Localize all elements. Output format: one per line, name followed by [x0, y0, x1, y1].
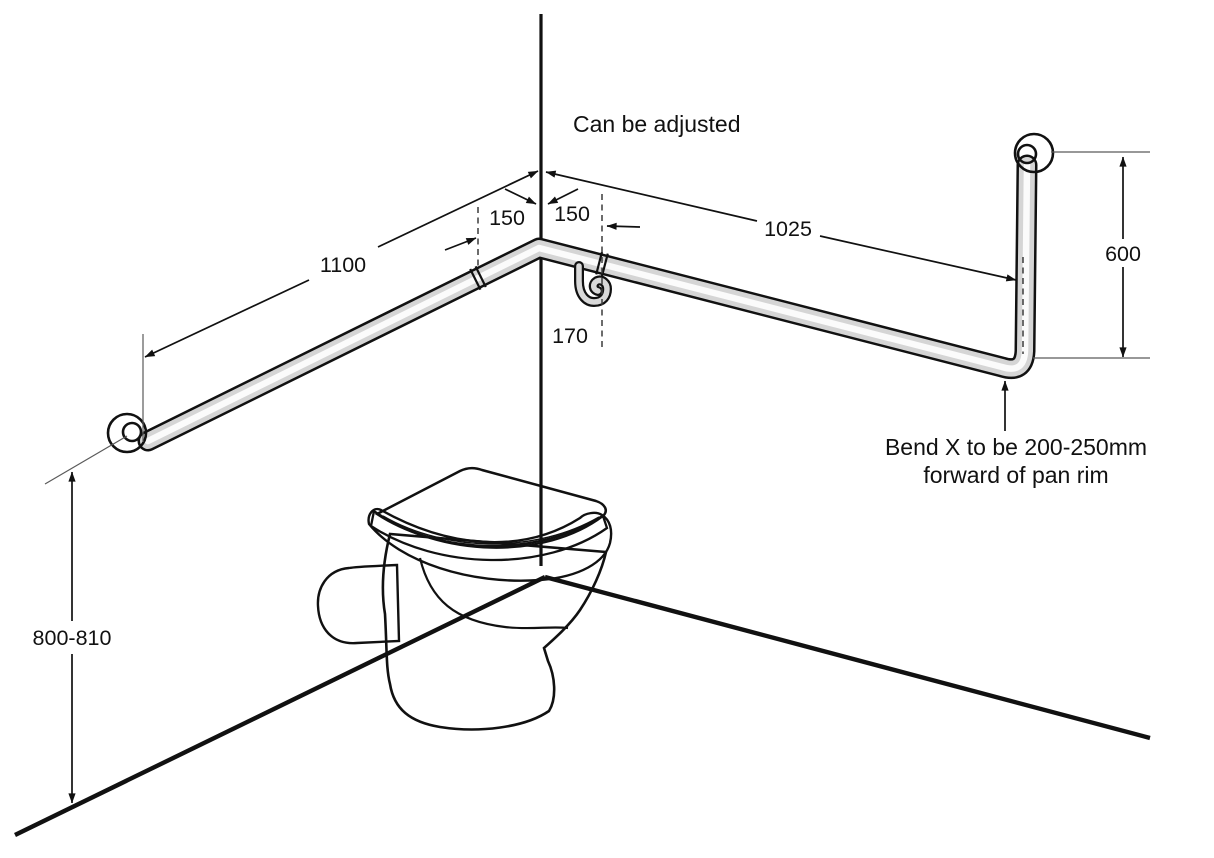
right-flange-rail-end — [1016, 143, 1038, 165]
rail-hook-body — [576, 263, 610, 305]
left-flange-rail-end — [121, 421, 143, 443]
joiner-line — [469, 268, 482, 291]
grab-rail-highlight — [144, 161, 1031, 445]
right-flange — [1013, 132, 1055, 174]
dim-150-right-arrow-corner — [547, 188, 579, 205]
rail-joiner-left — [469, 265, 487, 291]
rail-joiner-right — [595, 251, 609, 277]
dim-1100-line-left — [144, 279, 310, 358]
dim-150-right-arrow-joint — [606, 222, 641, 230]
dim-1100-line-right — [377, 170, 539, 248]
joiner-line — [600, 253, 609, 277]
ext-line-left-flange-diagonal — [44, 435, 128, 485]
dim-600-label: 600 — [1105, 242, 1141, 266]
dim-150-left-label: 150 — [489, 206, 525, 230]
left-flange — [106, 412, 148, 454]
floor-line-left — [14, 575, 546, 837]
room — [14, 14, 1151, 837]
toilet-bowl-contour-line — [418, 557, 569, 630]
bend-note-line2: forward of pan rim — [923, 462, 1108, 488]
dim-1025-line-right — [819, 235, 1017, 282]
bend-note-line1: Bend X to be 200-250mm — [885, 434, 1147, 460]
dim-1100-label: 1100 — [320, 253, 366, 277]
grab-rail — [137, 154, 1038, 452]
dim-1025-label: 1025 — [764, 217, 812, 241]
dim-170-label: 170 — [552, 324, 588, 348]
joiner-line — [474, 265, 487, 288]
toilet-cistern-connector — [316, 563, 401, 645]
dim-150-left-arrow-corner — [504, 188, 537, 205]
left-flange-plate — [106, 412, 148, 454]
right-flange-plate — [1013, 132, 1055, 174]
floor-line-right — [544, 574, 1151, 741]
extension-lines — [44, 151, 1150, 485]
toilet-bowl-pedestal — [381, 532, 608, 731]
dim-800-810-label: 800-810 — [33, 626, 112, 650]
toilet — [316, 466, 613, 731]
dim-150-left-arrow-joint — [444, 237, 477, 251]
rail-hook — [574, 261, 613, 308]
toilet-lid-bevel-line — [382, 515, 600, 545]
labels: Can be adjusted 1100 150 150 1025 600 17… — [33, 111, 1148, 650]
toilet-lid-top — [374, 466, 607, 548]
joiner-line — [595, 251, 604, 275]
adjust-note-label: Can be adjusted — [573, 111, 741, 137]
dim-150-right-label: 150 — [554, 202, 590, 226]
dimension-lines — [68, 156, 1127, 804]
dim-1025-line-left — [545, 170, 758, 222]
